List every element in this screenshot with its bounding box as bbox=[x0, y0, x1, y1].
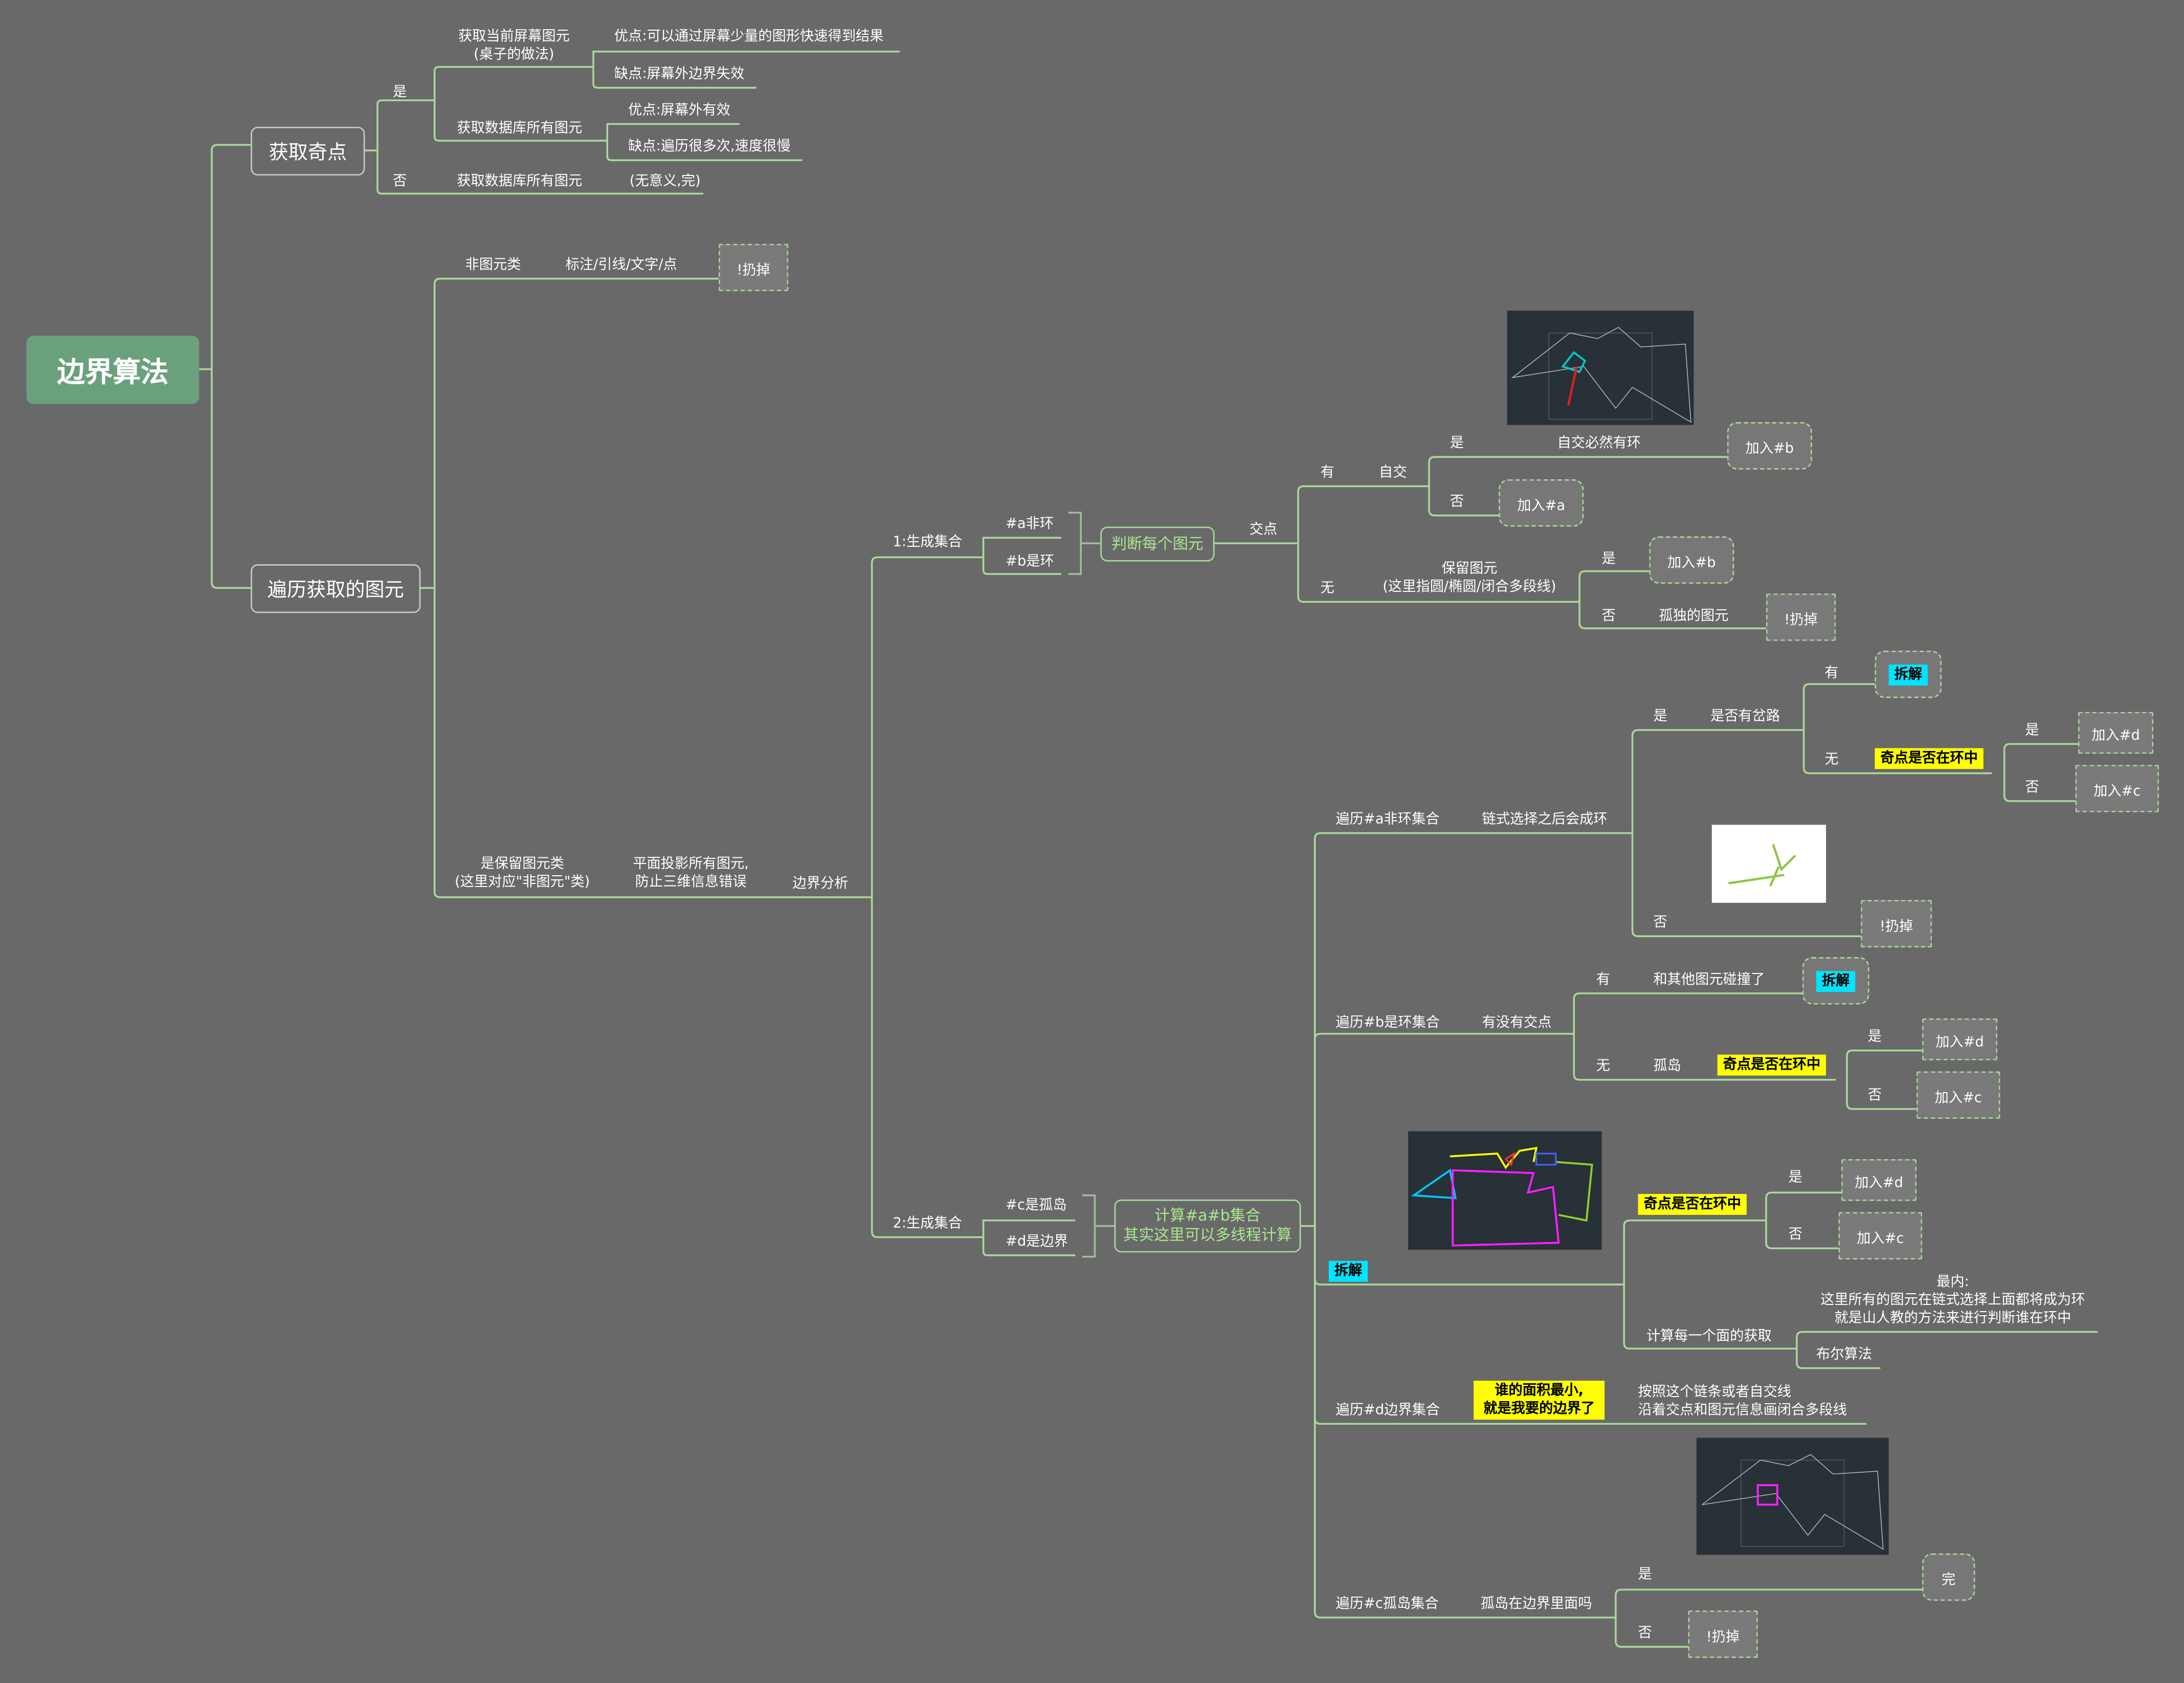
tag-add-b[interactable]: 加入#b bbox=[1727, 422, 1812, 470]
node-db-method2[interactable]: 获取数据库所有图元 bbox=[457, 174, 583, 190]
label-yes: 是 bbox=[1788, 1170, 1802, 1186]
node-singular-in-ring[interactable]: 奇点是否在环中 bbox=[1717, 1054, 1826, 1076]
trunk-line bbox=[199, 144, 251, 370]
trunk-line bbox=[211, 369, 251, 589]
label-no: 否 bbox=[1653, 915, 1667, 931]
node-fork-question[interactable]: 是否有岔路 bbox=[1710, 709, 1780, 725]
label-yes: 是 bbox=[392, 85, 407, 101]
node-isolated[interactable]: 孤独的图元 bbox=[1659, 609, 1729, 625]
tag-add-c[interactable]: 加入#c bbox=[1838, 1212, 1923, 1260]
node-db-method[interactable]: 获取数据库所有图元 bbox=[457, 121, 583, 137]
tag-add-d[interactable]: 加入#d bbox=[2078, 712, 2154, 754]
label-yes: 是 bbox=[1450, 436, 1464, 452]
tag-discard[interactable]: !扔掉 bbox=[1766, 593, 1836, 641]
node-island-inside[interactable]: 孤岛在边界里面吗 bbox=[1480, 1597, 1592, 1612]
node-judge-each[interactable]: 判断每个图元 bbox=[1100, 526, 1215, 562]
tag-discard[interactable]: !扔掉 bbox=[1688, 1610, 1758, 1658]
split-highlight: 拆解 bbox=[1816, 970, 1856, 991]
node-traverse-d[interactable]: 遍历#d边界集合 bbox=[1335, 1403, 1440, 1419]
node-split[interactable]: 拆解 bbox=[1328, 1260, 1368, 1282]
node-db-con[interactable]: 缺点:遍历很多次,速度很慢 bbox=[628, 139, 791, 155]
node-screen-pro[interactable]: 优点:可以通过屏幕少量的图形快速得到结果 bbox=[614, 29, 884, 45]
node-keep-closed[interactable]: 保留图元 (这里指圆/椭圆/闭合多段线) bbox=[1383, 561, 1556, 595]
node-singular-in-ring[interactable]: 奇点是否在环中 bbox=[1875, 748, 1984, 769]
node-set-a[interactable]: #a非环 bbox=[1006, 517, 1054, 533]
tag-add-b[interactable]: 加入#b bbox=[1649, 536, 1734, 584]
label-no: 否 bbox=[2025, 780, 2039, 796]
tag-add-c[interactable]: 加入#c bbox=[2075, 765, 2159, 812]
node-gen1[interactable]: 1:生成集合 bbox=[893, 535, 963, 550]
label-yes: 是 bbox=[1653, 709, 1667, 725]
label-no: 否 bbox=[1601, 609, 1616, 625]
label-yes: 是 bbox=[1638, 1567, 1652, 1583]
tag-discard[interactable]: !扔掉 bbox=[1861, 900, 1932, 947]
node-non-entity-items[interactable]: 标注/引线/文字/点 bbox=[565, 257, 677, 273]
label-has: 有 bbox=[1824, 666, 1839, 681]
label-has: 有 bbox=[1596, 972, 1611, 988]
node-innermost[interactable]: 最内: 这里所有的图元在链式选择上面都将成为环 就是山人教的方法来进行判断谁在环… bbox=[1820, 1275, 2085, 1326]
label-has: 有 bbox=[1320, 465, 1334, 481]
node-boundary-analysis[interactable]: 边界分析 bbox=[792, 876, 849, 892]
node-projection[interactable]: 平面投影所有图元, 防止三维信息错误 bbox=[633, 856, 749, 891]
node-singular-in-ring[interactable]: 奇点是否在环中 bbox=[1638, 1194, 1747, 1215]
label-none: 无 bbox=[1824, 752, 1839, 768]
label-none: 无 bbox=[1596, 1058, 1611, 1074]
node-boolean[interactable]: 布尔算法 bbox=[1816, 1347, 1872, 1363]
node-draw-polyline[interactable]: 按照这个链条或者自交线 沿着交点和图元信息画闭合多段线 bbox=[1638, 1385, 1847, 1419]
node-screen-method[interactable]: 获取当前屏幕图元 (桌子的做法) bbox=[458, 29, 570, 63]
node-set-b[interactable]: #b是环 bbox=[1006, 554, 1054, 570]
label-yes: 是 bbox=[2025, 723, 2039, 739]
node-get-singular[interactable]: 获取奇点 bbox=[251, 126, 365, 176]
node-traverse-c[interactable]: 遍历#c孤岛集合 bbox=[1335, 1597, 1439, 1612]
node-gen2[interactable]: 2:生成集合 bbox=[893, 1216, 963, 1232]
label-yes: 是 bbox=[1867, 1029, 1882, 1045]
split-highlight: 拆解 bbox=[1888, 663, 1928, 685]
tag-add-d[interactable]: 加入#d bbox=[1922, 1018, 1998, 1060]
label-yes: 是 bbox=[1601, 551, 1616, 567]
node-collide[interactable]: 和其他图元碰撞了 bbox=[1653, 972, 1765, 988]
node-chain-ring[interactable]: 链式选择之后会成环 bbox=[1482, 812, 1608, 828]
node-db-pro[interactable]: 优点:屏幕外有效 bbox=[628, 103, 730, 119]
node-set-d[interactable]: #d是边界 bbox=[1006, 1234, 1068, 1250]
label-none: 无 bbox=[1320, 581, 1334, 596]
node-keep-entity[interactable]: 是保留图元类 (这里对应"非图元"类) bbox=[455, 856, 590, 891]
label-no: 否 bbox=[392, 174, 407, 190]
node-self-ring[interactable]: 自交必然有环 bbox=[1557, 436, 1641, 452]
node-self-intersect[interactable]: 自交 bbox=[1378, 465, 1407, 481]
node-smallest-area[interactable]: 谁的面积最小, 就是我要的边界了 bbox=[1474, 1380, 1605, 1420]
cad-screenshot-2 bbox=[1408, 1131, 1602, 1250]
node-island[interactable]: 孤岛 bbox=[1653, 1058, 1681, 1074]
node-db-result[interactable]: (无意义,完) bbox=[629, 174, 701, 190]
node-traverse-entities[interactable]: 遍历获取的图元 bbox=[251, 564, 421, 613]
label-no: 否 bbox=[1788, 1227, 1802, 1243]
node-has-intersect[interactable]: 有没有交点 bbox=[1482, 1015, 1552, 1031]
node-each-face[interactable]: 计算每一个面的获取 bbox=[1646, 1329, 1772, 1345]
node-intersect[interactable]: 交点 bbox=[1249, 522, 1278, 538]
tag-split[interactable]: 拆解 bbox=[1802, 957, 1869, 1005]
chain-sketch bbox=[1711, 825, 1826, 903]
tag-add-a[interactable]: 加入#a bbox=[1499, 479, 1584, 527]
tag-add-d[interactable]: 加入#d bbox=[1841, 1159, 1917, 1201]
node-set-c[interactable]: #c是孤岛 bbox=[1006, 1198, 1067, 1214]
node-compute-ab[interactable]: 计算#a#b集合 其实这里可以多线程计算 bbox=[1114, 1199, 1301, 1253]
label-no: 否 bbox=[1638, 1626, 1652, 1642]
tag-split[interactable]: 拆解 bbox=[1875, 650, 1942, 698]
cad-screenshot-1 bbox=[1507, 311, 1694, 425]
node-non-entity[interactable]: 非图元类 bbox=[465, 257, 521, 273]
cad-screenshot-3 bbox=[1696, 1437, 1889, 1555]
tag-done[interactable]: 完 bbox=[1922, 1553, 1975, 1601]
node-traverse-b[interactable]: 遍历#b是环集合 bbox=[1335, 1015, 1440, 1031]
label-no: 否 bbox=[1450, 494, 1464, 510]
root-node[interactable]: 边界算法 bbox=[26, 336, 199, 404]
node-traverse-a[interactable]: 遍历#a非环集合 bbox=[1335, 812, 1440, 828]
tag-discard[interactable]: !扔掉 bbox=[719, 243, 789, 292]
tag-add-c[interactable]: 加入#c bbox=[1916, 1071, 2000, 1119]
label-no: 否 bbox=[1867, 1088, 1882, 1104]
node-screen-con[interactable]: 缺点:屏幕外边界失效 bbox=[614, 67, 745, 82]
